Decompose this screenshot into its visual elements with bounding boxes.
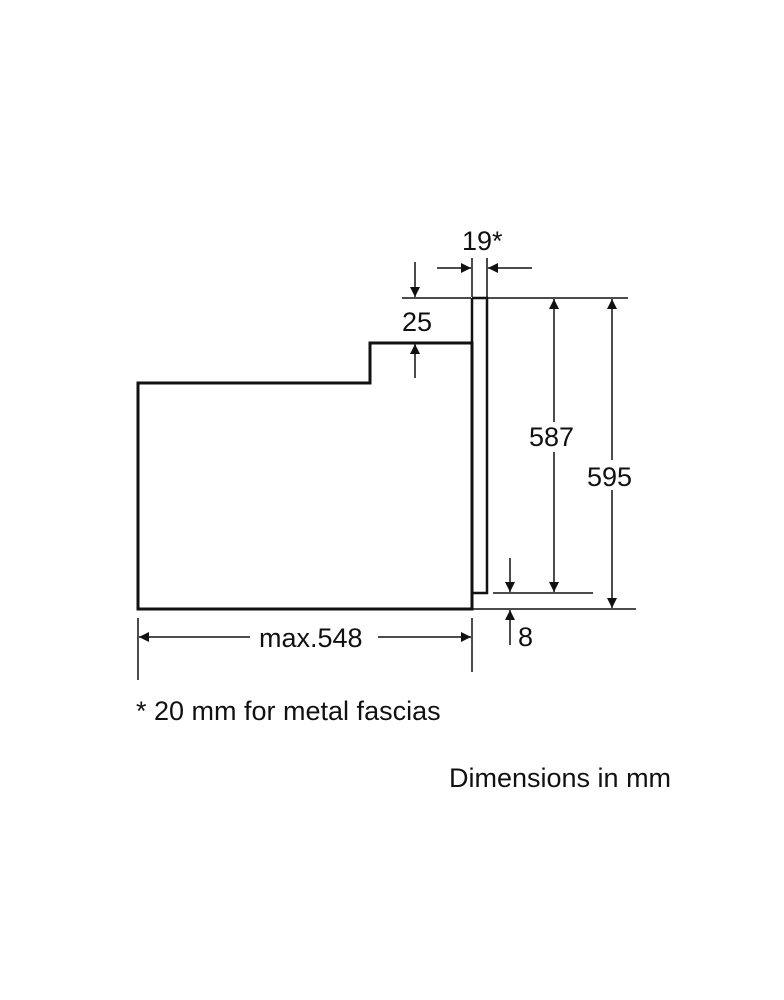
top-step-dimension [402,262,471,378]
oven-body-outline [136,341,474,611]
total-height-label: 595 [587,462,632,492]
fascia-panel [470,296,489,595]
fascia-thickness-dimension [437,258,532,297]
top-step-label: 25 [402,307,432,337]
depth-label: max.548 [259,623,363,653]
units-note: Dimensions in mm [449,763,672,793]
depth-dimension [137,618,473,680]
inner-height-label: 587 [529,422,574,452]
bottom-gap-label: 8 [518,622,533,652]
height-extension-lines [473,297,636,610]
fascia-thickness-label: 19* [462,226,503,256]
footnote-text: * 20 mm for metal fascias [136,696,441,726]
